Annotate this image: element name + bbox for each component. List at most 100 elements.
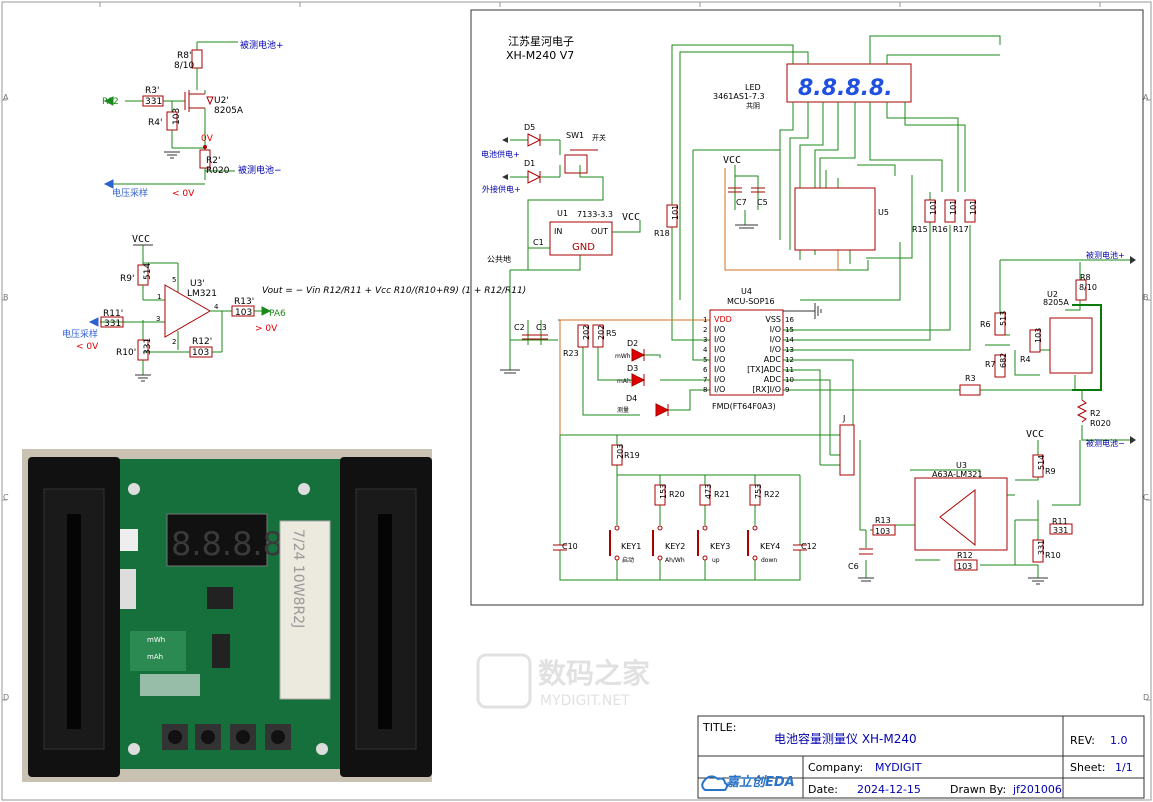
r2p-label: R2' xyxy=(206,156,220,166)
batt-minus-label-right: 被测电池− xyxy=(1086,438,1125,448)
r13p-label: R13' xyxy=(234,297,254,307)
r19-value: 203 xyxy=(616,444,625,459)
c1-label: C1 xyxy=(533,238,544,247)
u3-part: A63A-LM321 xyxy=(932,470,982,479)
r4-value: 103 xyxy=(1034,328,1043,343)
caps-c7-c5 xyxy=(728,187,765,229)
eda-logo: 嘉立创EDA xyxy=(701,774,795,791)
u3-resistors xyxy=(872,454,1073,571)
u3p-value: LM321 xyxy=(187,289,217,299)
u2p-value: 8205A xyxy=(214,106,244,116)
diode-d5 xyxy=(527,133,542,147)
r11-value: 331 xyxy=(1053,526,1068,535)
u4-left-pin-number: 1 xyxy=(703,316,707,324)
watermark: 数码之家 MYDIGIT.NET xyxy=(476,653,650,709)
r12p-value: 103 xyxy=(192,348,209,358)
u4-right-pin: [TX]ADC xyxy=(747,365,781,374)
u5-chip xyxy=(794,187,876,251)
title-text: 电池容量测量仪 XH-M240 xyxy=(774,731,917,746)
r18-symbol xyxy=(666,204,678,228)
switch-label: 开关 xyxy=(592,133,606,142)
batt-plus-label: 被测电池+ xyxy=(240,39,284,51)
vss-ground xyxy=(783,303,822,319)
u5-label: U5 xyxy=(878,208,889,217)
opamp-pin1: 1 xyxy=(157,293,161,301)
row-letter-c-right: C xyxy=(1143,493,1149,502)
zero-v-label: 0V xyxy=(201,134,214,144)
photo-mwh-label: mWh xyxy=(147,636,165,644)
photo-buttons xyxy=(162,724,291,750)
r20-value: 153 xyxy=(659,484,668,499)
u4-right-pin: I/O xyxy=(770,345,781,354)
r23-r5-symbols xyxy=(577,324,604,348)
r6-label: R6 xyxy=(980,320,991,329)
u4-right-pin-number: 13 xyxy=(785,346,794,354)
u4-right-pin-number: 10 xyxy=(785,376,794,384)
key-resistors xyxy=(611,444,761,506)
right-resistors xyxy=(959,312,1041,396)
u1-in: IN xyxy=(554,227,562,236)
photo-resistor-text: 7/24 10W8R2J xyxy=(290,529,306,628)
r19-label: R19 xyxy=(624,451,640,460)
model-label: XH-M240 V7 xyxy=(506,49,574,62)
company-cn: 江苏星河电子 xyxy=(508,35,574,48)
r9-label: R9 xyxy=(1045,467,1056,476)
r9-value: 514 xyxy=(1037,455,1046,470)
r11-label: R11 xyxy=(1052,517,1068,526)
row-letter-b-right: B xyxy=(1143,293,1149,302)
r11p-value: 331 xyxy=(104,319,121,329)
u4-left-pin-number: 4 xyxy=(703,346,708,354)
u4-left-pin: I/O xyxy=(714,375,725,384)
r18-label: R18 xyxy=(654,229,670,238)
u2-bold-trace xyxy=(1072,304,1102,391)
u4-left-pin: I/O xyxy=(714,335,725,344)
r22-value: 753 xyxy=(754,484,763,499)
led-part: 3461AS1-7.3 xyxy=(713,92,765,101)
u4-right-pin: I/O xyxy=(770,335,781,344)
opamp-pin3: 3 xyxy=(156,315,160,323)
r13-value: 103 xyxy=(875,527,890,536)
r8-value: 8/10 xyxy=(1079,283,1097,292)
d4-label: D4 xyxy=(626,394,637,403)
u4-left-pin-number: 8 xyxy=(703,386,707,394)
row-letter-d-right: D xyxy=(1143,693,1149,702)
led-d4-symbol xyxy=(655,403,670,417)
r4p-label: R4' xyxy=(148,118,162,128)
u4-part: MCU-SOP16 xyxy=(727,297,775,306)
drawn-label: Drawn By: xyxy=(950,783,1006,796)
u4-right-pin-number: 15 xyxy=(785,326,794,334)
vcc-label-c7: VCC xyxy=(723,155,741,166)
lt0v-label-mid: < 0V xyxy=(76,342,99,352)
r4p-value: 103 xyxy=(172,108,182,125)
r20-label: R20 xyxy=(669,490,685,499)
vcc-label-u3: VCC xyxy=(1026,429,1044,440)
u4-left-pin: I/O xyxy=(714,345,725,354)
r23-value: 202 xyxy=(582,325,591,340)
battery-holder-right xyxy=(340,457,432,777)
r6-value: 513 xyxy=(999,311,1008,326)
left-opamp-circuit xyxy=(88,244,272,382)
eda-logo-text: 嘉立创EDA xyxy=(725,774,795,790)
photo-display xyxy=(166,513,268,567)
r15-value: 101 xyxy=(929,200,938,215)
r9p-label: R9' xyxy=(120,274,134,284)
led-d2-symbol xyxy=(631,348,646,362)
u3-label: U3 xyxy=(956,461,967,470)
d2-text: mWh xyxy=(615,353,631,360)
r17-value: 101 xyxy=(969,200,978,215)
ext-supply-label: 外接供电+ xyxy=(482,184,521,194)
u3-opamp xyxy=(914,477,1008,551)
r15-label: R15 xyxy=(912,225,928,234)
d4-text: 测量 xyxy=(617,406,629,414)
opamp-pin2: 2 xyxy=(172,338,176,346)
u2p-label: U2' xyxy=(214,96,229,106)
key3-label: KEY3 xyxy=(710,542,730,551)
title-block xyxy=(697,715,1145,799)
c7-label: C7 xyxy=(736,198,747,207)
company-label: Company: xyxy=(808,761,863,774)
rev-value: 1.0 xyxy=(1110,734,1128,747)
battery-holder-left xyxy=(28,457,120,777)
photo-mah-label: mAh xyxy=(147,653,163,661)
r2-value: R020 xyxy=(1090,419,1111,428)
u4-left-pin-number: 7 xyxy=(703,376,707,384)
